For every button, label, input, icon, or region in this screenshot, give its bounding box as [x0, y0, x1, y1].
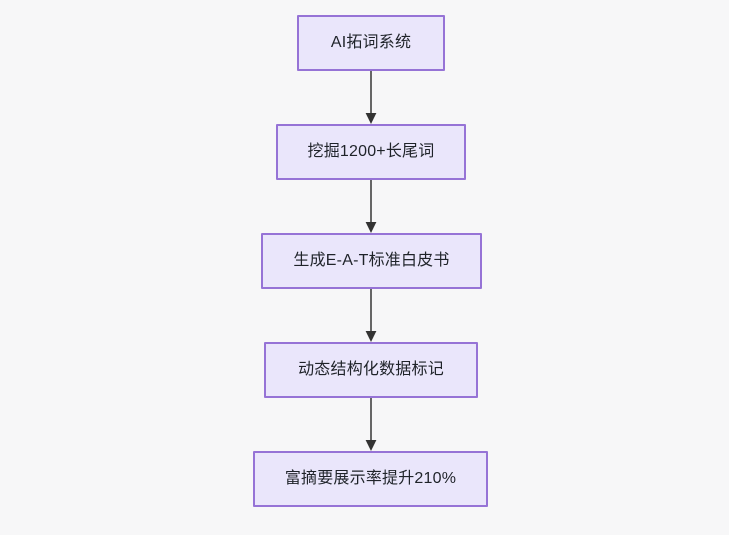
- flowchart-node-label: 挖掘1200+长尾词: [307, 143, 435, 161]
- flowchart-node-n1[interactable]: AI拓词系统: [297, 15, 445, 71]
- flowchart-node-label: AI拓词系统: [330, 34, 412, 52]
- flowchart-edge-n3-n4: [361, 289, 381, 342]
- flowchart-node-label: 富摘要展示率提升210%: [284, 470, 457, 488]
- flowchart-node-n4[interactable]: 动态结构化数据标记: [264, 342, 478, 398]
- flowchart-edge-n1-n2: [361, 71, 381, 124]
- flowchart-node-n5[interactable]: 富摘要展示率提升210%: [253, 451, 488, 507]
- flowchart-node-label: 动态结构化数据标记: [298, 361, 444, 379]
- flowchart-node-n3[interactable]: 生成E-A-T标准白皮书: [261, 233, 482, 289]
- flowchart-node-n2[interactable]: 挖掘1200+长尾词: [276, 124, 466, 180]
- flowchart-edge-n2-n3: [361, 180, 381, 233]
- flowchart-node-label: 生成E-A-T标准白皮书: [293, 252, 450, 270]
- flowchart-edge-n4-n5: [361, 398, 381, 451]
